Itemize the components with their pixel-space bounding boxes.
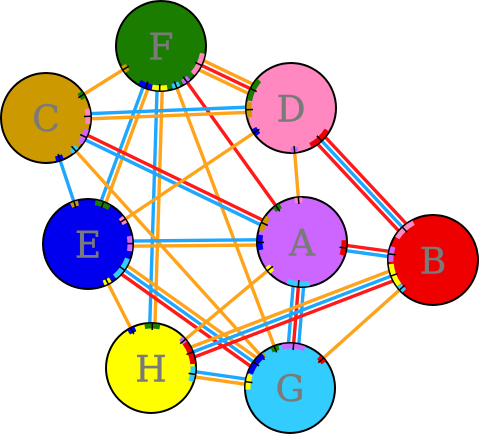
port-tick [266,265,274,272]
node-B[interactable] [387,214,479,306]
edge-stripe [152,263,436,375]
port-tick [401,226,408,233]
edge-B-H [148,253,436,375]
edge-C-A [44,114,304,246]
node-label: A [288,224,316,265]
edge-stripe [44,116,292,390]
node-label: C [32,100,60,141]
edge-stripe [44,118,302,246]
node-circle[interactable] [387,214,479,306]
port-tick [316,135,323,142]
edge-stripe [148,253,432,365]
node-port-markers [54,52,415,390]
node-C[interactable] [0,72,92,164]
port-tick [388,253,396,256]
edge-C-G [44,116,292,390]
node-H[interactable] [105,322,197,414]
edge-stripe [151,46,166,369]
node-G[interactable] [244,342,336,434]
port-tick [104,277,110,285]
port-tick [79,133,87,139]
port-tick [70,145,77,152]
node-circle[interactable] [105,322,197,414]
port-tick [297,279,300,287]
port-tick [297,197,300,205]
edge-F-G [159,45,292,389]
edge-stripe [46,114,304,242]
port-tick [390,272,398,277]
node-label: D [277,90,306,131]
port-tick [144,81,149,89]
port-tick [317,357,325,364]
port-tick [118,265,126,271]
edge-stripe [150,258,434,370]
port-tick [188,372,196,376]
port-tick [57,153,61,161]
node-circle[interactable] [0,72,92,164]
node-label: G [276,370,305,411]
node-D[interactable] [245,62,337,154]
port-tick [252,361,260,367]
port-tick [182,76,188,83]
port-tick [77,93,85,99]
port-tick [398,284,406,291]
node-label: E [75,226,101,267]
edge-stripe [159,45,292,389]
edge-stripe [146,45,161,368]
node-circle[interactable] [115,0,207,92]
port-tick [173,81,178,89]
port-tick [245,380,253,384]
port-tick [194,61,202,67]
node-label: F [149,28,174,69]
port-tick [293,145,296,153]
node-circle[interactable] [245,62,337,154]
node-label: B [420,242,446,283]
node-label: H [135,350,166,391]
port-tick [186,351,194,356]
port-tick [250,87,258,93]
port-tick [339,246,347,249]
node-circle[interactable] [244,342,336,434]
port-tick [73,201,77,209]
edge-F-H [146,45,166,369]
port-tick [261,221,269,227]
port-tick [253,128,260,134]
port-tick [179,338,187,345]
port-tick [100,201,105,209]
port-tick [129,327,135,335]
port-tick [292,343,295,351]
port-tick [119,218,126,224]
port-tick [275,205,281,212]
port-tick [273,345,278,353]
port-tick [122,65,130,71]
node-F[interactable] [115,0,207,92]
